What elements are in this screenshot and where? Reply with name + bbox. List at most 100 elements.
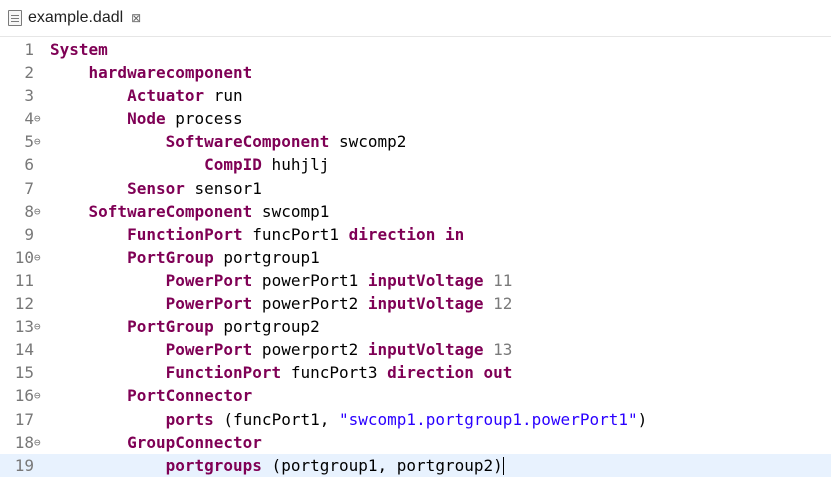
line-number: 13 xyxy=(14,317,34,337)
line-number: 16 xyxy=(14,386,34,406)
fold-collapse-icon[interactable]: ⊖ xyxy=(34,389,41,403)
keyword-token: PowerPort xyxy=(165,340,253,360)
fold-collapse-icon[interactable]: ⊖ xyxy=(34,250,41,264)
keyword-token: ports xyxy=(165,409,214,429)
code-text: GroupConnector xyxy=(46,431,262,454)
code-line[interactable]: 8⊖ SoftwareComponent swcomp1 xyxy=(0,200,831,223)
line-number: 18 xyxy=(14,432,34,452)
code-line[interactable]: 13⊖ PortGroup portgroup2 xyxy=(0,315,831,338)
keyword-token: System xyxy=(50,40,108,59)
line-number: 10 xyxy=(14,247,34,267)
current-code-line[interactable]: 19 portgroups (portgroup1, portgroup2) xyxy=(0,453,831,477)
identifier-token: ) xyxy=(637,409,648,429)
code-line[interactable]: 16⊖ PortConnector xyxy=(0,384,831,407)
keyword-token: hardwarecomponent xyxy=(88,63,253,83)
code-line[interactable]: 14 PowerPort powerport2 inputVoltage 13 xyxy=(0,338,831,361)
line-number-gutter: 1 xyxy=(0,38,46,61)
code-text: PowerPort powerPort1 inputVoltage 11 xyxy=(46,269,513,292)
code-line[interactable]: 9 FunctionPort funcPort1 direction in xyxy=(0,223,831,246)
code-line[interactable]: 5⊖ SoftwareComponent swcomp2 xyxy=(0,130,831,153)
line-number: 6 xyxy=(24,155,34,175)
line-number: 1 xyxy=(24,40,34,59)
close-icon[interactable]: ⊠ xyxy=(131,11,142,25)
keyword-token: out xyxy=(483,363,513,383)
code-line[interactable]: 12 PowerPort powerPort2 inputVoltage 12 xyxy=(0,292,831,315)
line-number-gutter: 14 xyxy=(0,338,46,361)
line-number-gutter: 11 xyxy=(0,269,46,292)
code-text: PortConnector xyxy=(46,384,252,407)
keyword-token: PowerPort xyxy=(165,294,253,314)
identifier-token: portgroup2 xyxy=(213,317,320,337)
identifier-token: swcomp2 xyxy=(329,132,407,152)
identifier-token xyxy=(483,271,493,290)
identifier-token: funcPort3 xyxy=(281,363,388,383)
keyword-token: direction xyxy=(348,224,436,244)
identifier-token xyxy=(474,363,484,382)
code-line[interactable]: 2 hardwarecomponent xyxy=(0,61,831,84)
code-line[interactable]: 10⊖ PortGroup portgroup1 xyxy=(0,246,831,269)
line-number-gutter: 2 xyxy=(0,61,46,84)
keyword-token: FunctionPort xyxy=(165,363,282,383)
tab-label: example.dadl xyxy=(28,9,124,26)
code-text: Sensor sensor1 xyxy=(46,177,262,200)
code-text: CompID huhjlj xyxy=(46,153,329,176)
code-text: hardwarecomponent xyxy=(46,61,253,84)
code-line[interactable]: 3 Actuator run xyxy=(0,84,831,107)
line-number: 15 xyxy=(14,363,34,383)
identifier-token: powerport2 xyxy=(252,340,368,360)
keyword-token: inputVoltage xyxy=(367,270,484,290)
fold-collapse-icon[interactable]: ⊖ xyxy=(34,320,41,334)
fold-collapse-icon[interactable]: ⊖ xyxy=(34,435,41,449)
line-number: 12 xyxy=(14,294,34,314)
code-text: PowerPort powerPort2 inputVoltage 12 xyxy=(46,292,513,315)
keyword-token: CompID xyxy=(204,155,262,175)
keyword-token: inputVoltage xyxy=(367,294,484,314)
number-token: 11 xyxy=(493,270,513,290)
text-caret xyxy=(502,457,504,476)
identifier-token: powerPort1 xyxy=(252,270,368,290)
code-text: PowerPort powerport2 inputVoltage 13 xyxy=(46,338,513,361)
line-number-gutter: 8⊖ xyxy=(0,200,46,223)
identifier-token: portgroup1 xyxy=(213,247,320,267)
identifier-token: swcomp1 xyxy=(252,201,330,221)
identifier-token: run xyxy=(204,86,243,106)
identifier-token xyxy=(483,340,493,359)
keyword-token: PortConnector xyxy=(127,386,253,406)
line-number-gutter: 17 xyxy=(0,408,46,431)
code-text: System xyxy=(46,38,108,61)
fold-collapse-icon[interactable]: ⊖ xyxy=(34,112,41,126)
keyword-token: FunctionPort xyxy=(127,224,243,244)
keyword-token: Actuator xyxy=(127,86,205,106)
fold-collapse-icon[interactable]: ⊖ xyxy=(34,135,41,149)
code-line[interactable]: 1 System xyxy=(0,38,831,61)
fold-collapse-icon[interactable]: ⊖ xyxy=(34,204,41,218)
line-number-gutter: 4⊖ xyxy=(0,107,46,130)
code-text: Actuator run xyxy=(46,84,243,107)
identifier-token: powerPort2 xyxy=(252,294,368,314)
keyword-token: portgroups xyxy=(165,455,262,475)
tab-example-dadl[interactable]: example.dadl ⊠ xyxy=(0,0,152,36)
keyword-token: SoftwareComponent xyxy=(165,132,330,152)
identifier-token: (funcPort1, xyxy=(213,409,339,429)
file-icon xyxy=(8,10,22,26)
code-line[interactable]: 11 PowerPort powerPort1 inputVoltage 11 xyxy=(0,269,831,292)
line-number: 2 xyxy=(24,63,34,83)
line-number-gutter: 19 xyxy=(0,454,46,477)
line-number: 14 xyxy=(14,340,34,360)
line-number-gutter: 9 xyxy=(0,223,46,246)
line-number-gutter: 10⊖ xyxy=(0,246,46,269)
code-line[interactable]: 15 FunctionPort funcPort3 direction out xyxy=(0,361,831,384)
code-line[interactable]: 18⊖ GroupConnector xyxy=(0,431,831,454)
line-number-gutter: 16⊖ xyxy=(0,384,46,407)
code-text: Node process xyxy=(46,107,243,130)
line-number: 7 xyxy=(24,178,34,198)
code-line[interactable]: 6 CompID huhjlj xyxy=(0,153,831,176)
code-line[interactable]: 7 Sensor sensor1 xyxy=(0,177,831,200)
code-line[interactable]: 17 ports (funcPort1, "swcomp1.portgroup1… xyxy=(0,408,831,431)
identifier-token: huhjlj xyxy=(261,155,330,175)
line-number: 19 xyxy=(14,455,34,475)
keyword-token: direction xyxy=(387,363,474,383)
code-line[interactable]: 4⊖ Node process xyxy=(0,107,831,130)
